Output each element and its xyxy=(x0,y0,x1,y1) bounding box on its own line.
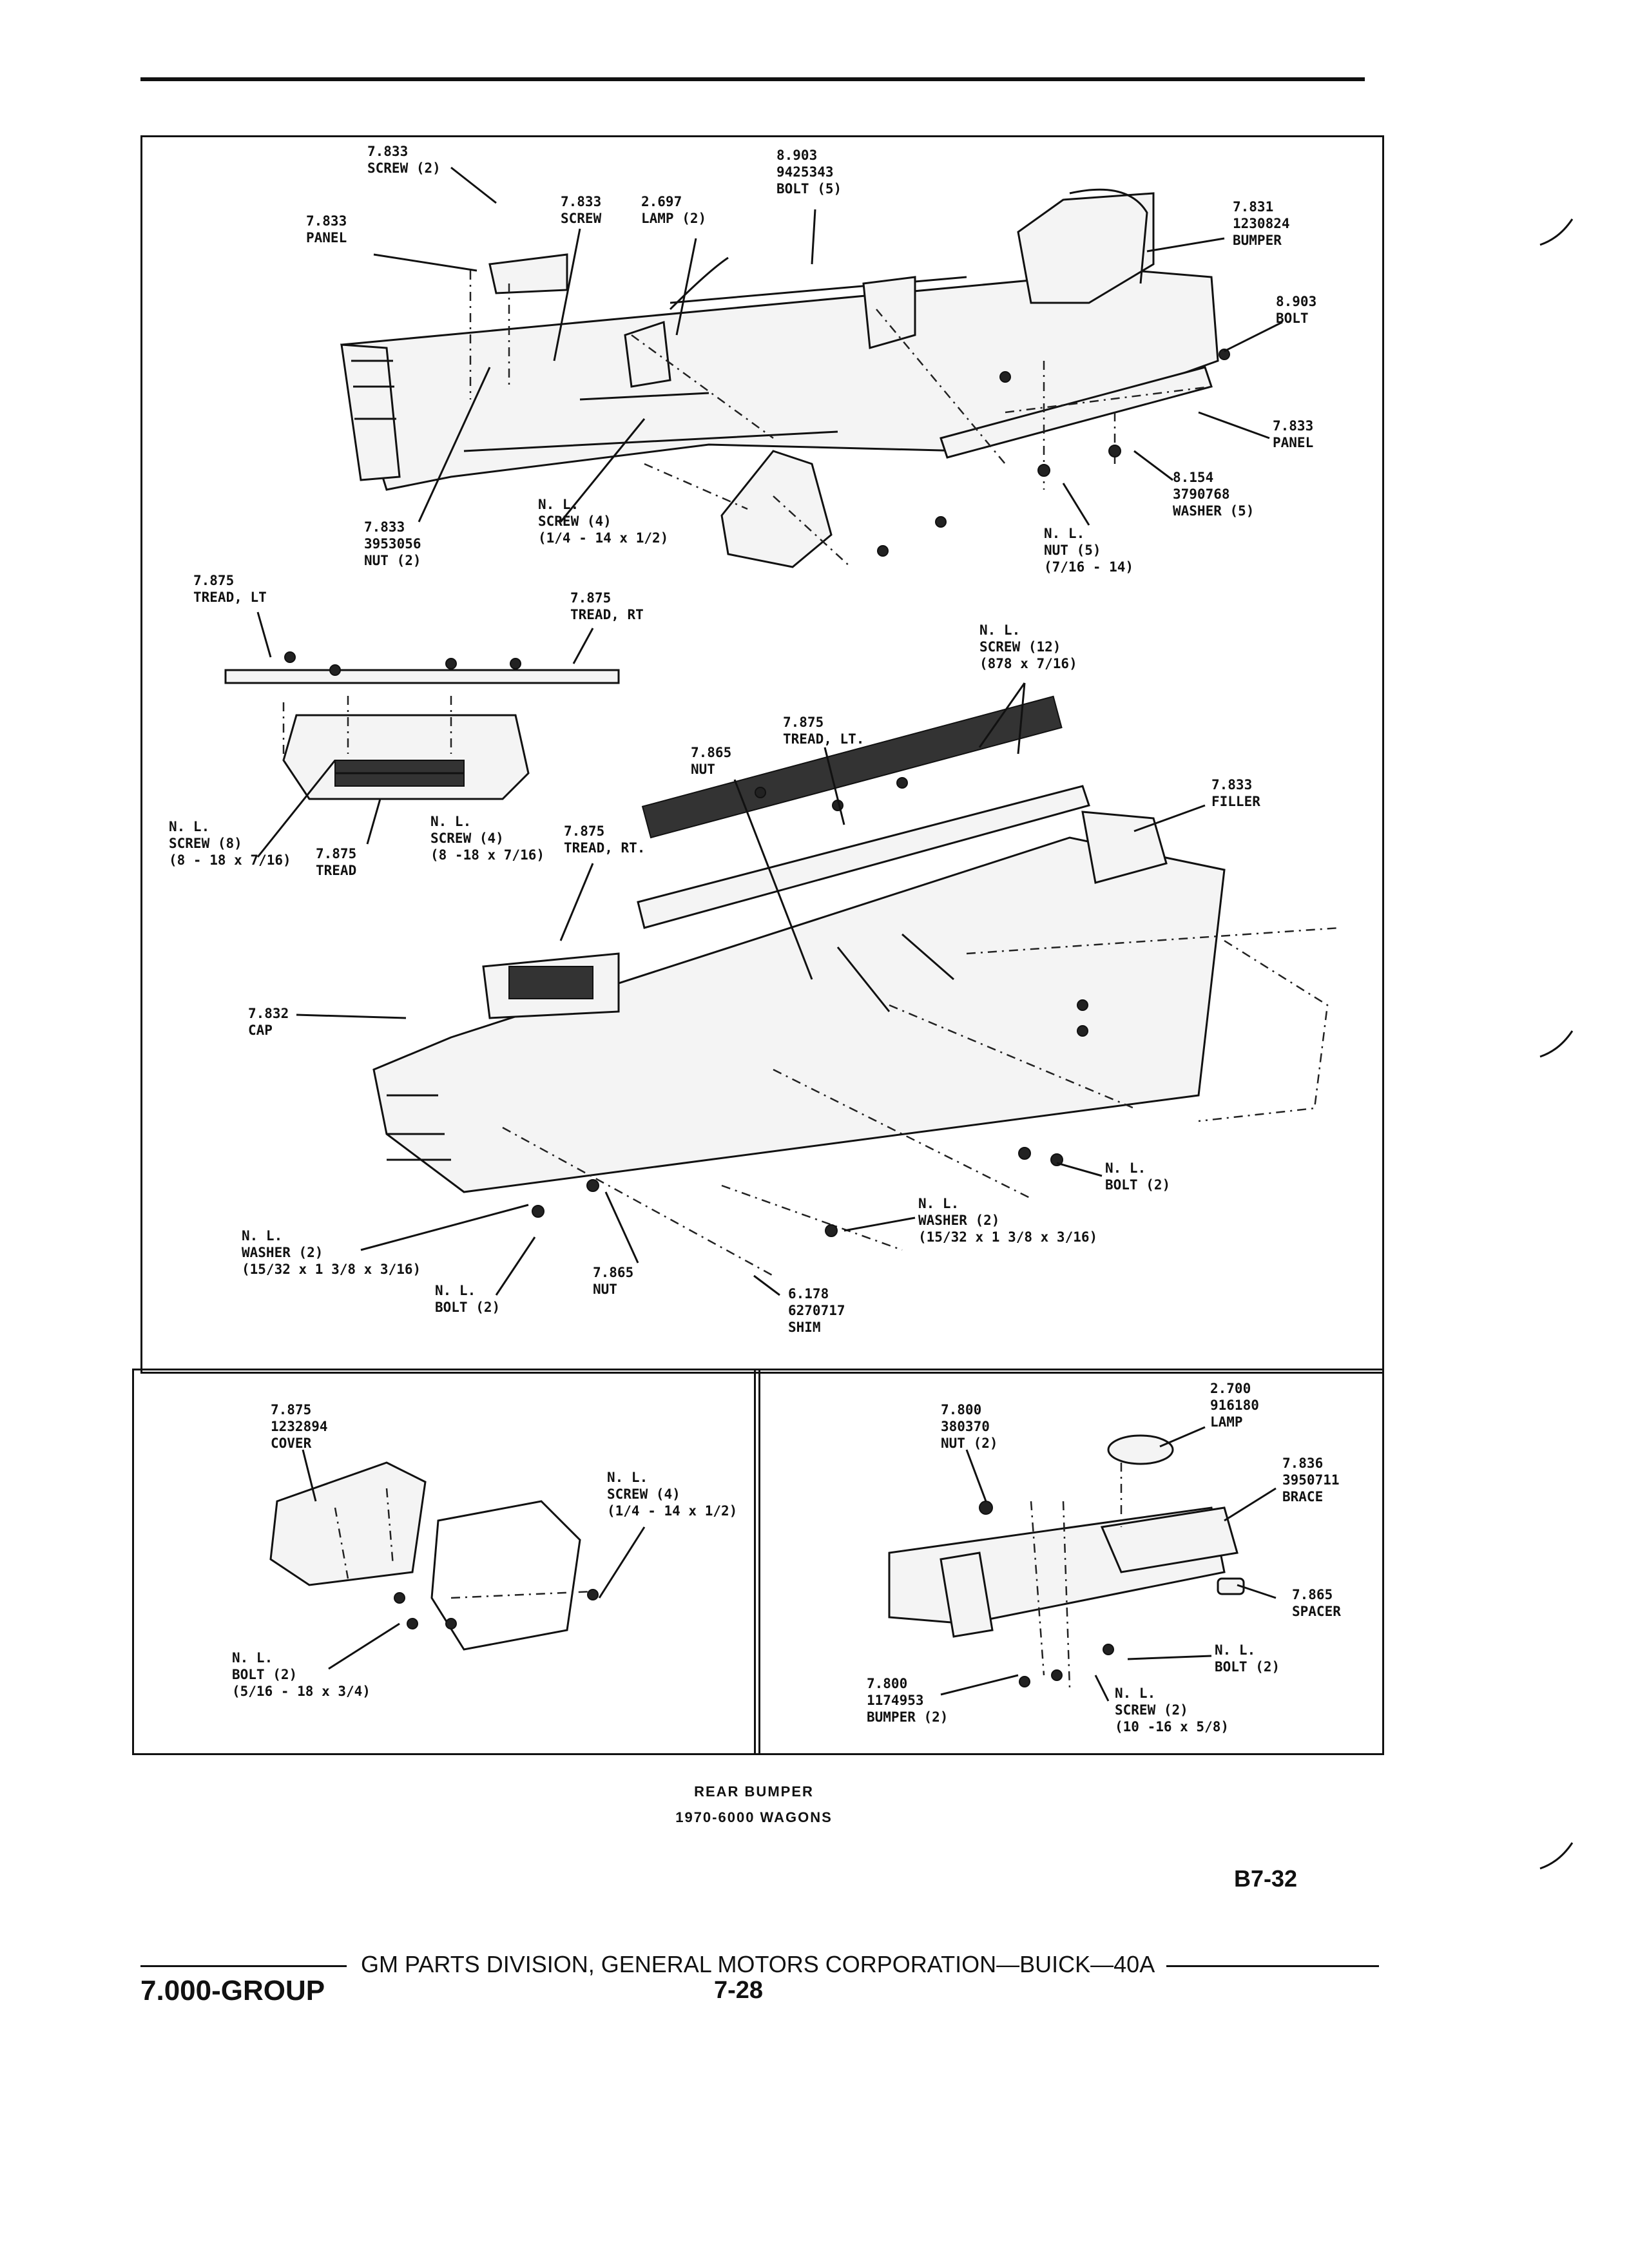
leader-lines xyxy=(256,166,1283,1702)
upper-bumper-assembly xyxy=(340,188,1230,568)
label-bumper-7831: 7.831 1230824 BUMPER xyxy=(1233,199,1290,248)
label-screw-nl-inset-right: N. L. SCREW (2) (10 -16 x 5/8) xyxy=(1115,1686,1229,1735)
label-bolt-nl-left: N. L. BOLT (2) xyxy=(435,1283,501,1315)
label-nut-7833: 7.833 3953056 NUT (2) xyxy=(364,519,421,568)
margin-mark xyxy=(1539,1842,1574,1870)
label-shim-6178: 6.178 6270717 SHIM xyxy=(788,1286,845,1335)
footer-group: 7.000-GROUP xyxy=(140,1975,325,2006)
label-panel-7833-right: 7.833 PANEL xyxy=(1273,418,1314,450)
label-bolt-nl-inset-right: N. L. BOLT (2) xyxy=(1215,1642,1280,1675)
main-diagram-frame xyxy=(140,135,1384,1374)
inset-right-drawing xyxy=(888,1434,1245,1689)
page-code: B7-32 xyxy=(1234,1865,1298,1892)
label-bolt-8903: 8.903 BOLT xyxy=(1276,294,1317,326)
label-nut-7800: 7.800 380370 NUT (2) xyxy=(941,1402,998,1451)
caption-subtitle: 1970-6000 WAGONS xyxy=(675,1809,833,1825)
label-screw-nl-inset: N. L. SCREW (4) (1/4 - 14 x 1/2) xyxy=(607,1470,738,1519)
label-bolt-nl-inset: N. L. BOLT (2) (5/16 - 18 x 3/4) xyxy=(232,1650,371,1699)
label-bumper-7800: 7.800 1174953 BUMPER (2) xyxy=(867,1676,949,1725)
label-screw-7833-2: 7.833 SCREW (2) xyxy=(367,144,441,176)
label-screw-7833: 7.833 SCREW xyxy=(561,194,602,226)
label-cover-7875: 7.875 1232894 COVER xyxy=(271,1402,328,1451)
label-panel-7833-left: 7.833 PANEL xyxy=(306,213,347,245)
label-nut-7865-upper: 7.865 NUT xyxy=(691,745,732,777)
label-lamp-2697: 2.697 LAMP (2) xyxy=(641,194,707,226)
label-tread-rt-lower: 7.875 TREAD, RT. xyxy=(564,823,646,856)
label-nut-7865-lower: 7.865 NUT xyxy=(593,1265,634,1297)
label-cap-7832: 7.832 CAP xyxy=(248,1006,289,1038)
inset-right-frame xyxy=(754,1369,1384,1755)
inset-left-drawing xyxy=(269,1461,599,1651)
label-lamp-2700: 2.700 916180 LAMP xyxy=(1210,1381,1259,1430)
label-washer-nl-right: N. L. WASHER (2) (15/32 x 1 3/8 x 3/16) xyxy=(918,1196,1098,1245)
label-nut-nl-5: N. L. NUT (5) (7/16 - 14) xyxy=(1044,526,1134,575)
label-screw-nl-4b: N. L. SCREW (4) (8 -18 x 7/16) xyxy=(430,814,545,863)
label-tread-rt-top: 7.875 TREAD, RT xyxy=(570,590,644,622)
inset-left-frame xyxy=(132,1369,760,1755)
margin-mark xyxy=(1539,218,1574,246)
label-screw-nl-8: N. L. SCREW (8) (8 - 18 x 7/16) xyxy=(169,819,291,868)
margin-mark xyxy=(1539,1030,1574,1058)
footer-rule-left xyxy=(140,1965,347,1967)
tread-detail xyxy=(224,651,620,800)
footer-division: GM PARTS DIVISION, GENERAL MOTORS CORPOR… xyxy=(361,1951,1155,1977)
label-spacer-7865: 7.865 SPACER xyxy=(1292,1587,1341,1619)
label-tread-lt-lower: 7.875 TREAD, LT. xyxy=(783,715,865,747)
label-screw-nl-4: N. L. SCREW (4) (1/4 - 14 x 1/2) xyxy=(538,497,669,546)
label-washer-8154: 8.154 3790768 WASHER (5) xyxy=(1173,470,1255,519)
caption-title: REAR BUMPER xyxy=(694,1783,814,1800)
label-bolt-8903-5: 8.903 9425343 BOLT (5) xyxy=(776,148,842,197)
label-screw-nl-12: N. L. SCREW (12) (878 x 7/16) xyxy=(979,622,1077,671)
label-washer-nl-left: N. L. WASHER (2) (15/32 x 1 3/8 x 3/16) xyxy=(242,1228,421,1277)
label-tread-lt-top: 7.875 TREAD, LT xyxy=(193,573,267,605)
label-tread-7875: 7.875 TREAD xyxy=(316,846,357,878)
top-rule xyxy=(140,77,1365,81)
label-filler-7833: 7.833 FILLER xyxy=(1211,777,1260,809)
footer-page-number: 7-28 xyxy=(714,1977,764,2004)
footer-rule-right xyxy=(1166,1965,1379,1967)
lower-bumper-assembly xyxy=(372,695,1341,1277)
label-bolt-nl-right: N. L. BOLT (2) xyxy=(1105,1160,1171,1193)
label-brace-7836: 7.836 3950711 BRACE xyxy=(1282,1456,1340,1504)
